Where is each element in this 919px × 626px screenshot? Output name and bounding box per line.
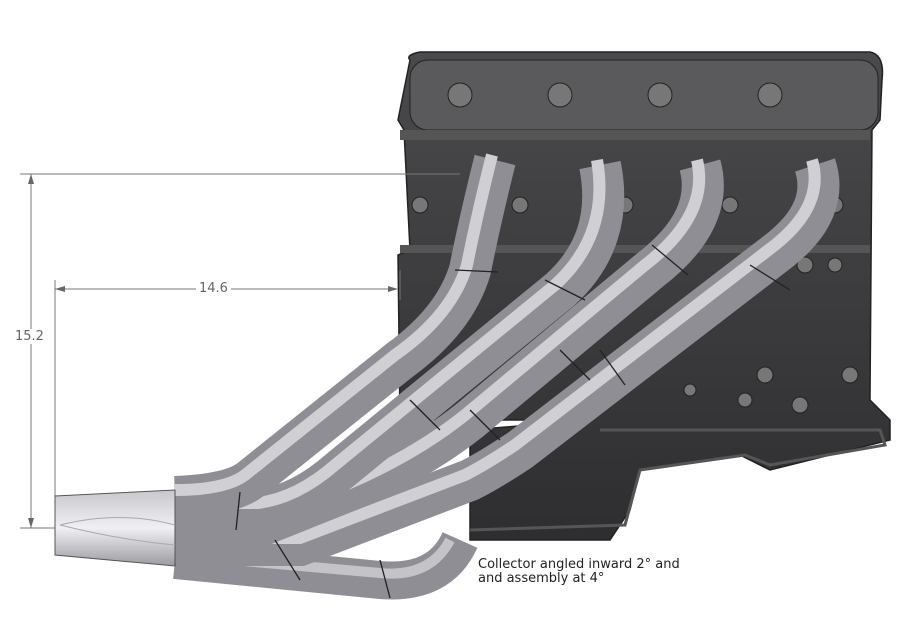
vertical-dimension-label: 15.2 [12,329,47,344]
header-pipes [173,153,840,600]
note-line-2: and assembly at 4° [478,571,605,586]
collector-merge [59,517,176,546]
annotation-note: Collector angled inward 2° and and assem… [478,558,680,586]
horizontal-dimension-label: 14.6 [196,281,231,296]
dimension-arrows [28,174,398,528]
collector [54,489,176,567]
note-line-1: Collector angled inward 2° and [478,557,680,572]
